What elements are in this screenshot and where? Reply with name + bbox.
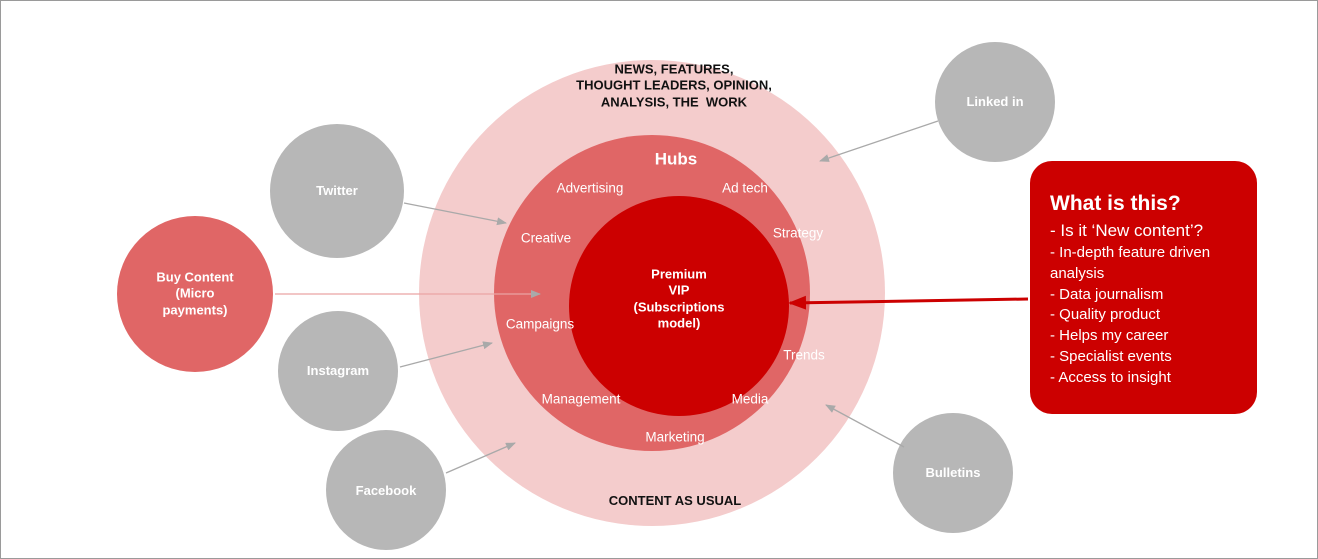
bulletins-circle — [893, 413, 1013, 533]
hub-item-campaigns: Campaigns — [505, 316, 575, 332]
what-is-this-callout: What is this? - Is it ‘New content’? - I… — [1030, 161, 1257, 414]
buy-content-label: Buy Content (Micro payments) — [156, 270, 233, 319]
twitter-circle — [270, 124, 404, 258]
linkedin-circle — [935, 42, 1055, 162]
callout-item: - Quality product — [1050, 306, 1161, 324]
arrow-icon — [819, 120, 939, 162]
core-label: Premium VIP (Subscriptions model) — [633, 267, 724, 332]
instagram-label: Instagram — [306, 362, 370, 378]
arrow-icon — [403, 202, 507, 226]
callout-item: - Helps my career — [1050, 327, 1169, 345]
outer-ring-title: NEWS, FEATURES, THOUGHT LEADERS, OPINION… — [576, 62, 772, 111]
callout-subtitle: - Is it ‘New content’? — [1050, 221, 1204, 240]
twitter-label: Twitter — [316, 182, 358, 198]
hub-item-management: Management — [541, 391, 621, 407]
linkedin-label: Linked in — [966, 93, 1024, 109]
facebook-circle — [326, 430, 446, 550]
hub-item-advertising: Advertising — [556, 180, 624, 196]
arrow-icon — [445, 442, 516, 474]
outer-ring-title-text: NEWS, FEATURES, THOUGHT LEADERS, OPINION… — [576, 61, 772, 110]
hub-item-marketing: Marketing — [645, 429, 705, 445]
buy-content-label-text: Buy Content (Micro payments) — [156, 269, 234, 318]
facebook-label: Facebook — [355, 482, 417, 498]
instagram-circle — [278, 311, 398, 431]
callout-item: - Specialist events — [1050, 347, 1172, 365]
bulletins-label: Bulletins — [925, 464, 981, 480]
hub-item-strategy: Strategy — [772, 225, 824, 241]
callout-item: - Data journalism — [1050, 285, 1164, 303]
arrow-icon — [825, 404, 905, 448]
callout-list: - In-depth feature driven analysis - Dat… — [1050, 243, 1257, 389]
callout-item: - In-depth feature driven analysis — [1050, 244, 1211, 282]
hubs-title: Hubs — [654, 149, 698, 169]
core-circle — [569, 196, 789, 416]
hub-item-creative: Creative — [520, 230, 572, 246]
hub-item-ad-tech: Ad tech — [722, 180, 768, 196]
hub-item-trends: Trends — [783, 347, 825, 363]
callout-title: What is this? — [1050, 192, 1181, 215]
callout-item: - Access to insight — [1050, 368, 1171, 386]
content-as-usual-label: CONTENT AS USUAL — [608, 492, 742, 508]
arrow-icon — [399, 341, 493, 368]
arrow-icon — [788, 295, 1029, 310]
hub-item-media: Media — [731, 391, 769, 407]
buy-content-circle — [117, 216, 273, 372]
core-label-text: Premium VIP (Subscriptions model) — [633, 266, 725, 331]
